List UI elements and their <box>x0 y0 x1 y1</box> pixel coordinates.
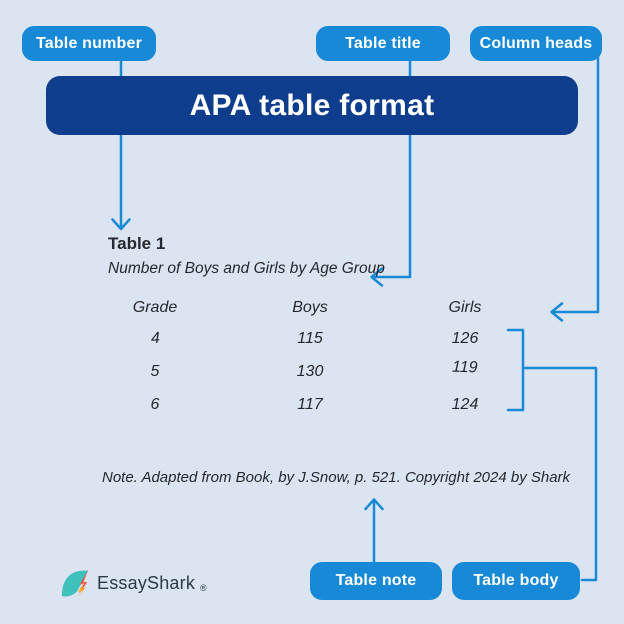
table-cell: 6 <box>150 396 160 413</box>
column-header-grade: Grade <box>132 299 178 316</box>
table-cell: 115 <box>297 330 323 347</box>
table-cell: 126 <box>451 330 479 347</box>
callout-column-heads-label: Column heads <box>479 34 593 52</box>
callout-table-number: Table number <box>22 26 156 61</box>
callout-table-note-label: Table note <box>335 572 417 589</box>
callout-table-title: Table title <box>316 26 450 61</box>
table-cell: 4 <box>150 329 160 348</box>
sample-table-title: Number of Boys and Girls by Age Group <box>108 260 385 277</box>
shark-fin-icon <box>61 569 89 598</box>
table-cell: 117 <box>297 396 323 413</box>
callout-table-number-label: Table number <box>35 34 143 52</box>
column-heads-arrowhead-icon <box>550 302 564 322</box>
essayshark-wordmark: EssayShark <box>97 572 196 593</box>
callout-table-note: Table note <box>310 562 442 600</box>
table-cell: 130 <box>296 363 324 380</box>
callout-table-body-label: Table body <box>473 572 559 589</box>
table-note-text: Note. Adapted from Book, by J.Snow, p. 5… <box>102 469 571 486</box>
column-header-boys: Boys <box>292 299 328 316</box>
table-title-arrowhead-icon <box>370 267 384 287</box>
sample-table-number: Table 1 <box>108 234 166 253</box>
table-body-bracket <box>506 328 525 412</box>
banner-title-label: APA table format <box>189 88 435 122</box>
table-cell: 119 <box>452 358 478 377</box>
table-number-arrowhead-icon <box>111 218 131 231</box>
callout-column-heads: Column heads <box>470 26 602 61</box>
table-cell: 5 <box>150 363 160 380</box>
essayshark-logo: EssayShark ® <box>60 567 209 599</box>
column-header-girls: Girls <box>448 299 482 316</box>
banner-title: APA table format <box>46 76 578 135</box>
callout-table-body: Table body <box>452 562 580 600</box>
table-cell: 124 <box>451 396 479 413</box>
table-body-connector <box>521 366 598 582</box>
callout-table-title-label: Table title <box>345 34 421 52</box>
column-heads-connector <box>551 50 600 314</box>
table-note-arrowhead-icon <box>364 498 384 511</box>
registered-trademark-symbol: ® <box>200 583 207 593</box>
sample-table: Grade Boys Girls 4 115 126 5 130 119 6 1… <box>95 299 525 429</box>
